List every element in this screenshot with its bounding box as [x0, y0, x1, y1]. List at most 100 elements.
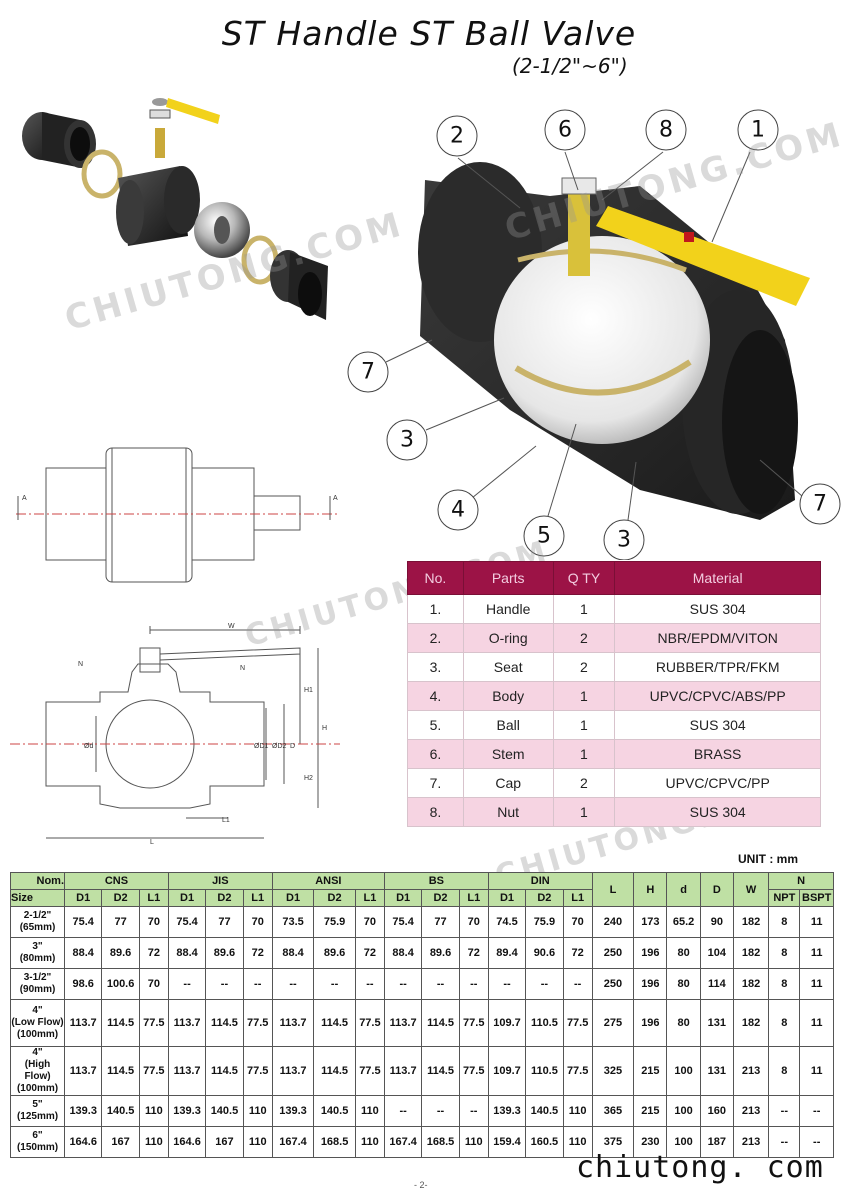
dimension-cell: --: [383, 1095, 423, 1127]
dimension-cell: 90: [699, 906, 734, 938]
svg-text:A: A: [333, 495, 338, 502]
parts-table-header: No. Parts Q TY Material: [407, 561, 821, 595]
dimension-cell: 113.7: [271, 1046, 315, 1096]
dimension-cell: 72: [138, 937, 169, 969]
dimension-cell: 77.5: [354, 999, 385, 1047]
dimension-cell: 70: [562, 906, 593, 938]
dimension-cell: 140.5: [525, 1095, 564, 1127]
size-cell: 5"(125mm): [9, 1095, 66, 1127]
size-line: (High Flow): [24, 1059, 51, 1082]
dimension-cell: 72: [242, 937, 273, 969]
dimension-cell: 72: [562, 937, 593, 969]
dimension-cell: 73.5: [271, 906, 315, 938]
parts-cell: 1: [552, 739, 616, 769]
header-sub: D2: [313, 889, 356, 907]
parts-cell: Ball: [462, 710, 554, 740]
svg-text:ØD1: ØD1: [254, 743, 269, 750]
dimension-cell: 140.5: [101, 1095, 140, 1127]
header-qty: Q TY: [552, 561, 616, 595]
parts-cell: SUS 304: [614, 797, 821, 827]
dimension-cell: 77.5: [354, 1046, 385, 1096]
dimension-cell: 215: [633, 1095, 668, 1127]
dimension-cell: 77: [205, 906, 244, 938]
size-line: (100mm): [16, 1083, 59, 1094]
parts-cell: Handle: [462, 594, 554, 624]
footer-website: chiutong. com: [576, 1150, 824, 1185]
parts-cell: 5.: [407, 710, 464, 740]
dimension-cell: 89.6: [313, 937, 356, 969]
dimension-cell: 213: [732, 1126, 770, 1158]
dimension-cell: 167.4: [271, 1126, 315, 1158]
dimension-cell: 375: [591, 1126, 635, 1158]
dimension-cell: 65.2: [666, 906, 701, 938]
parts-cell: O-ring: [462, 623, 554, 653]
dimension-cell: 70: [242, 906, 273, 938]
dimension-cell: 114.5: [421, 1046, 460, 1096]
dimension-cell: 110: [458, 1126, 489, 1158]
header-group: JIS: [167, 872, 273, 890]
dimension-cell: 167: [205, 1126, 244, 1158]
parts-cell: Body: [462, 681, 554, 711]
header-group: DIN: [487, 872, 593, 890]
dimension-cell: 139.3: [64, 1095, 103, 1127]
dimension-cell: 173: [633, 906, 668, 938]
page-subtitle: (2-1/2"~6"): [512, 54, 628, 78]
exploded-view-image: [22, 98, 328, 320]
dimension-cell: 75.4: [167, 906, 207, 938]
dimension-cell: 110: [354, 1095, 385, 1127]
header-sub: D2: [101, 889, 140, 907]
dimension-cell: 89.6: [101, 937, 140, 969]
dimension-cell: --: [313, 968, 356, 1000]
dimension-cell: 168.5: [313, 1126, 356, 1158]
dimension-cell: --: [421, 968, 460, 1000]
dimension-cell: 113.7: [64, 1046, 103, 1096]
section-drawing: W N N H H1 H2 Ød ØD1 ØD2 D L L1: [10, 623, 340, 846]
size-line: (150mm): [16, 1142, 59, 1153]
dimension-cell: --: [799, 1095, 834, 1127]
dimension-cell: --: [525, 968, 564, 1000]
svg-text:7: 7: [813, 492, 827, 517]
dimension-cell: --: [458, 968, 489, 1000]
header-n: N: [768, 872, 834, 890]
dimension-cell: --: [354, 968, 385, 1000]
dimension-cell: 8: [768, 968, 801, 1000]
parts-cell: 3.: [407, 652, 464, 682]
size-line: 5": [32, 1099, 43, 1110]
dimension-cell: 75.4: [64, 906, 103, 938]
parts-cell: Seat: [462, 652, 554, 682]
header-group: ANSI: [271, 872, 385, 890]
svg-text:5: 5: [537, 524, 551, 549]
dimension-cell: 113.7: [167, 1046, 207, 1096]
dimension-cell: 114.5: [313, 1046, 356, 1096]
header-sub: L1: [242, 889, 273, 907]
dimension-cell: 140.5: [313, 1095, 356, 1127]
dimension-cell: 114.5: [101, 999, 140, 1047]
parts-cell: BRASS: [614, 739, 821, 769]
dimension-cell: 77.5: [562, 1046, 593, 1096]
dimension-cell: 11: [799, 937, 834, 969]
header-sub: D2: [525, 889, 564, 907]
dimension-cell: 88.4: [167, 937, 207, 969]
header-sub: L1: [138, 889, 169, 907]
dimension-cell: 8: [768, 937, 801, 969]
dimension-cell: 70: [138, 968, 169, 1000]
header-single: d: [666, 872, 701, 907]
dimension-cell: 110.5: [525, 999, 564, 1047]
cutaway-view-image: 2 6 8 1 7 3 4 5 3 7: [347, 109, 841, 560]
dimension-cell: 240: [591, 906, 635, 938]
header-sub: D1: [383, 889, 423, 907]
dimension-cell: 114.5: [101, 1046, 140, 1096]
size-cell: 2-1/2"(65mm): [9, 906, 66, 938]
dimension-cell: 72: [458, 937, 489, 969]
page-number: - 2-: [414, 1180, 428, 1190]
